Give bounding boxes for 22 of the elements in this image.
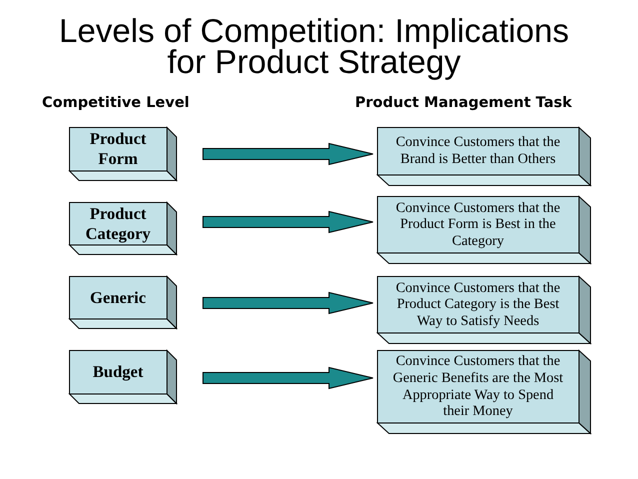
box-text: Convince Customers that the Product Category is the Best Way to Satisfy Needs: [394, 280, 562, 330]
block-arrow: [202, 292, 374, 314]
beveled-box: [69, 127, 177, 181]
beveled-box: [377, 350, 591, 434]
beveled-box: [377, 127, 591, 186]
beveled-box: [377, 276, 591, 344]
block-arrow: [202, 142, 374, 166]
box-text: Product Category: [84, 204, 152, 244]
box-text: Budget: [92, 362, 144, 382]
box-text: Convince Customers that the Brand is Better than Others: [394, 134, 562, 168]
beveled-box: [377, 196, 591, 264]
beveled-box: [69, 276, 177, 329]
column-heading: Product Management Task: [355, 95, 572, 112]
box-text: Product Form: [88, 129, 148, 169]
box-text: Convince Customers that the Generic Benefits are the Most Appropriate Way to Spend their Money: [392, 353, 564, 420]
box-text: Convince Customers that the Product Form is Best in the Category: [394, 200, 562, 250]
block-arrow: [202, 366, 374, 390]
beveled-box: [69, 350, 177, 404]
box-text: Generic: [90, 288, 146, 308]
beveled-box: [69, 202, 177, 255]
block-arrow: [202, 210, 374, 234]
column-heading: Competitive Level: [42, 95, 190, 112]
